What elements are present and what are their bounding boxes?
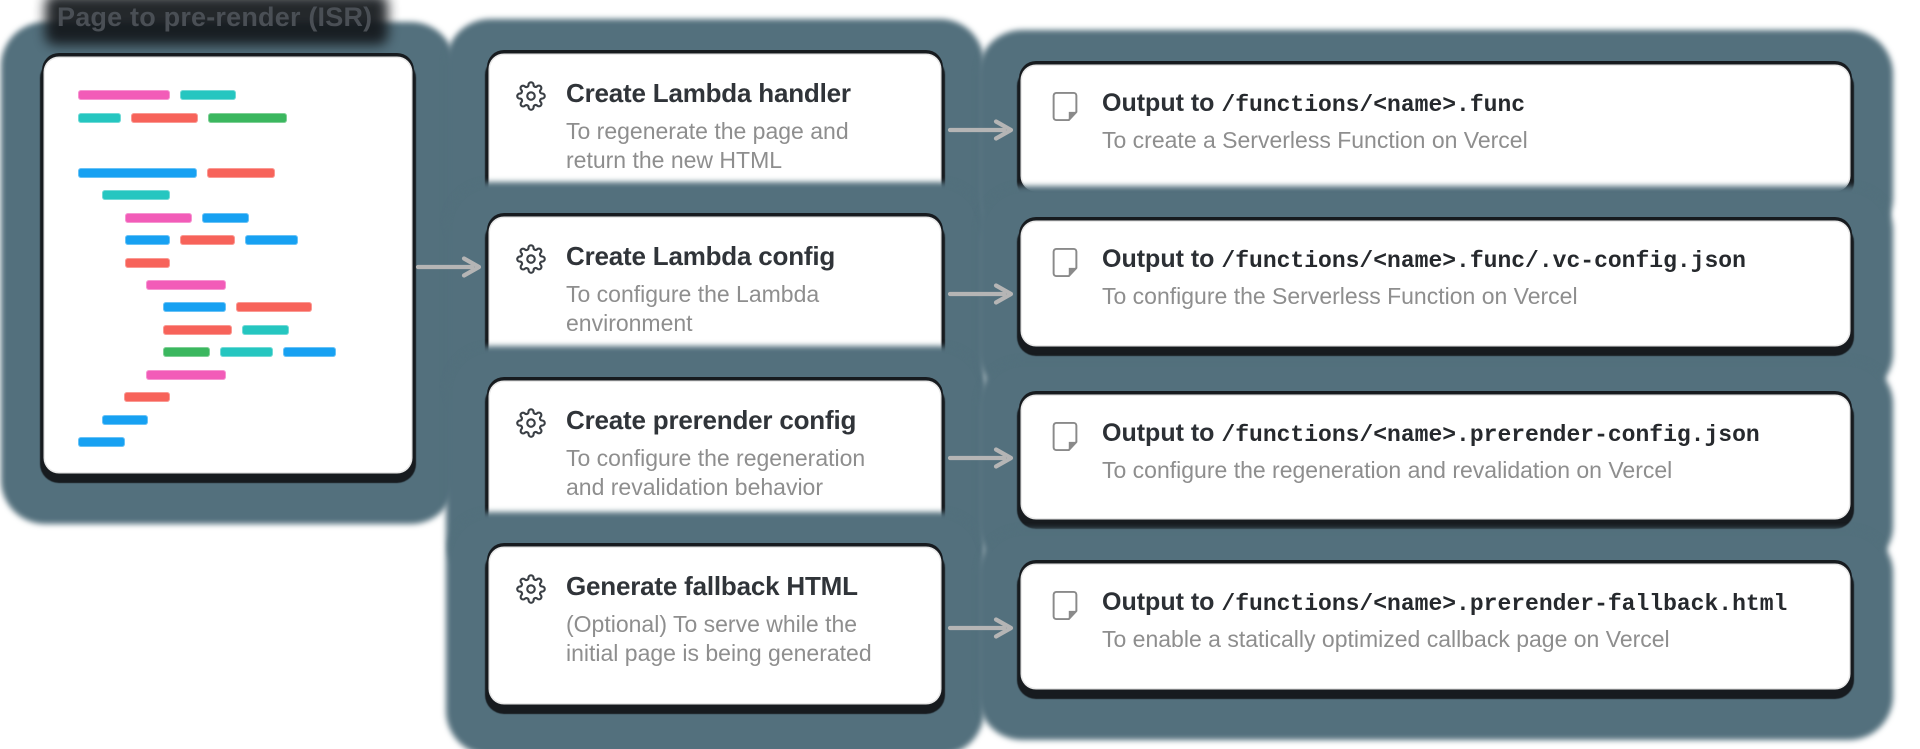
gear-icon	[516, 574, 546, 604]
output-title-prefix: Output to	[1102, 419, 1215, 447]
code-line-bar	[102, 415, 148, 425]
output-title-prefix: Output to	[1102, 588, 1215, 616]
gear-icon	[516, 81, 546, 111]
code-line-bar	[208, 113, 287, 123]
file-icon	[1052, 590, 1078, 621]
output-card: Output to /functions/<name>.func To crea…	[1022, 66, 1849, 190]
code-line-bar	[180, 235, 235, 245]
step-title: Create prerender config	[566, 405, 857, 435]
file-icon	[1052, 421, 1078, 452]
code-line-bar	[163, 302, 226, 312]
arrow-right-icon	[946, 118, 1018, 142]
code-line-bar	[163, 325, 232, 335]
code-line-bar	[78, 168, 197, 178]
code-line-bar	[163, 347, 210, 357]
code-line-bar	[245, 235, 298, 245]
code-line-bar	[283, 347, 336, 357]
code-line-bar	[146, 280, 226, 290]
output-description: To enable a statically optimized callbac…	[1102, 626, 1670, 653]
code-line-bar	[125, 213, 192, 223]
output-path: /functions/<name>.prerender-config.json	[1221, 422, 1760, 448]
step-card: Create Lambda config To configure the La…	[490, 218, 940, 375]
output-title: Output to /functions/<name>.func/.vc-con…	[1102, 245, 1746, 274]
output-description: To create a Serverless Function on Verce…	[1102, 127, 1528, 154]
step-description: To regenerate the page and return the ne…	[566, 117, 849, 173]
output-card: Output to /functions/<name>.prerender-fa…	[1022, 565, 1849, 688]
output-title-prefix: Output to	[1102, 245, 1215, 273]
output-card: Output to /functions/<name>.func/.vc-con…	[1022, 222, 1849, 345]
output-description: To configure the Serverless Function on …	[1102, 283, 1578, 310]
code-line-bar	[220, 347, 273, 357]
output-path: /functions/<name>.func	[1221, 92, 1526, 118]
code-line-bar	[124, 392, 170, 402]
output-title: Output to /functions/<name>.func	[1102, 89, 1528, 118]
page-title: Page to pre-render (ISR)	[57, 2, 373, 32]
code-line-bar	[125, 258, 170, 268]
code-line-bar	[180, 90, 236, 100]
code-line-bar	[78, 113, 121, 123]
step-card: Create Lambda handler To regenerate the …	[490, 55, 940, 207]
code-line-bar	[207, 168, 275, 178]
code-line-bar	[202, 213, 249, 223]
file-icon	[1052, 247, 1078, 278]
arrow-right-icon	[946, 616, 1018, 640]
step-card: Generate fallback HTML (Optional) To ser…	[490, 548, 940, 703]
output-title-prefix: Output to	[1102, 89, 1215, 117]
code-line-bar	[102, 190, 170, 200]
arrow-right-icon	[946, 446, 1018, 470]
code-line-bar	[125, 235, 170, 245]
code-line-bar	[78, 437, 125, 447]
output-title: Output to /functions/<name>.prerender-co…	[1102, 419, 1760, 448]
step-description: (Optional) To serve while the initial pa…	[566, 610, 872, 666]
output-description: To configure the regeneration and revali…	[1102, 457, 1673, 484]
file-icon	[1052, 91, 1078, 122]
arrow-right-icon	[414, 255, 486, 279]
step-title: Generate fallback HTML	[566, 571, 858, 601]
gear-icon	[516, 244, 546, 274]
code-line-bar	[78, 90, 170, 100]
step-title: Create Lambda handler	[566, 78, 851, 108]
code-line-bar	[146, 370, 226, 380]
gear-icon	[516, 408, 546, 438]
step-card: Create prerender config To configure the…	[490, 382, 940, 530]
output-path: /functions/<name>.func/.vc-config.json	[1221, 248, 1746, 274]
code-page-card	[45, 58, 411, 472]
output-card: Output to /functions/<name>.prerender-co…	[1022, 396, 1849, 518]
output-title: Output to /functions/<name>.prerender-fa…	[1102, 588, 1787, 617]
code-line-bar	[131, 113, 198, 123]
code-line-bar	[242, 325, 289, 335]
output-path: /functions/<name>.prerender-fallback.htm…	[1221, 591, 1788, 617]
step-title: Create Lambda config	[566, 241, 836, 271]
step-description: To configure the Lambda environment	[566, 280, 820, 336]
step-description: To configure the regeneration and revali…	[566, 444, 866, 500]
code-line-bar	[236, 302, 312, 312]
arrow-right-icon	[946, 282, 1018, 306]
